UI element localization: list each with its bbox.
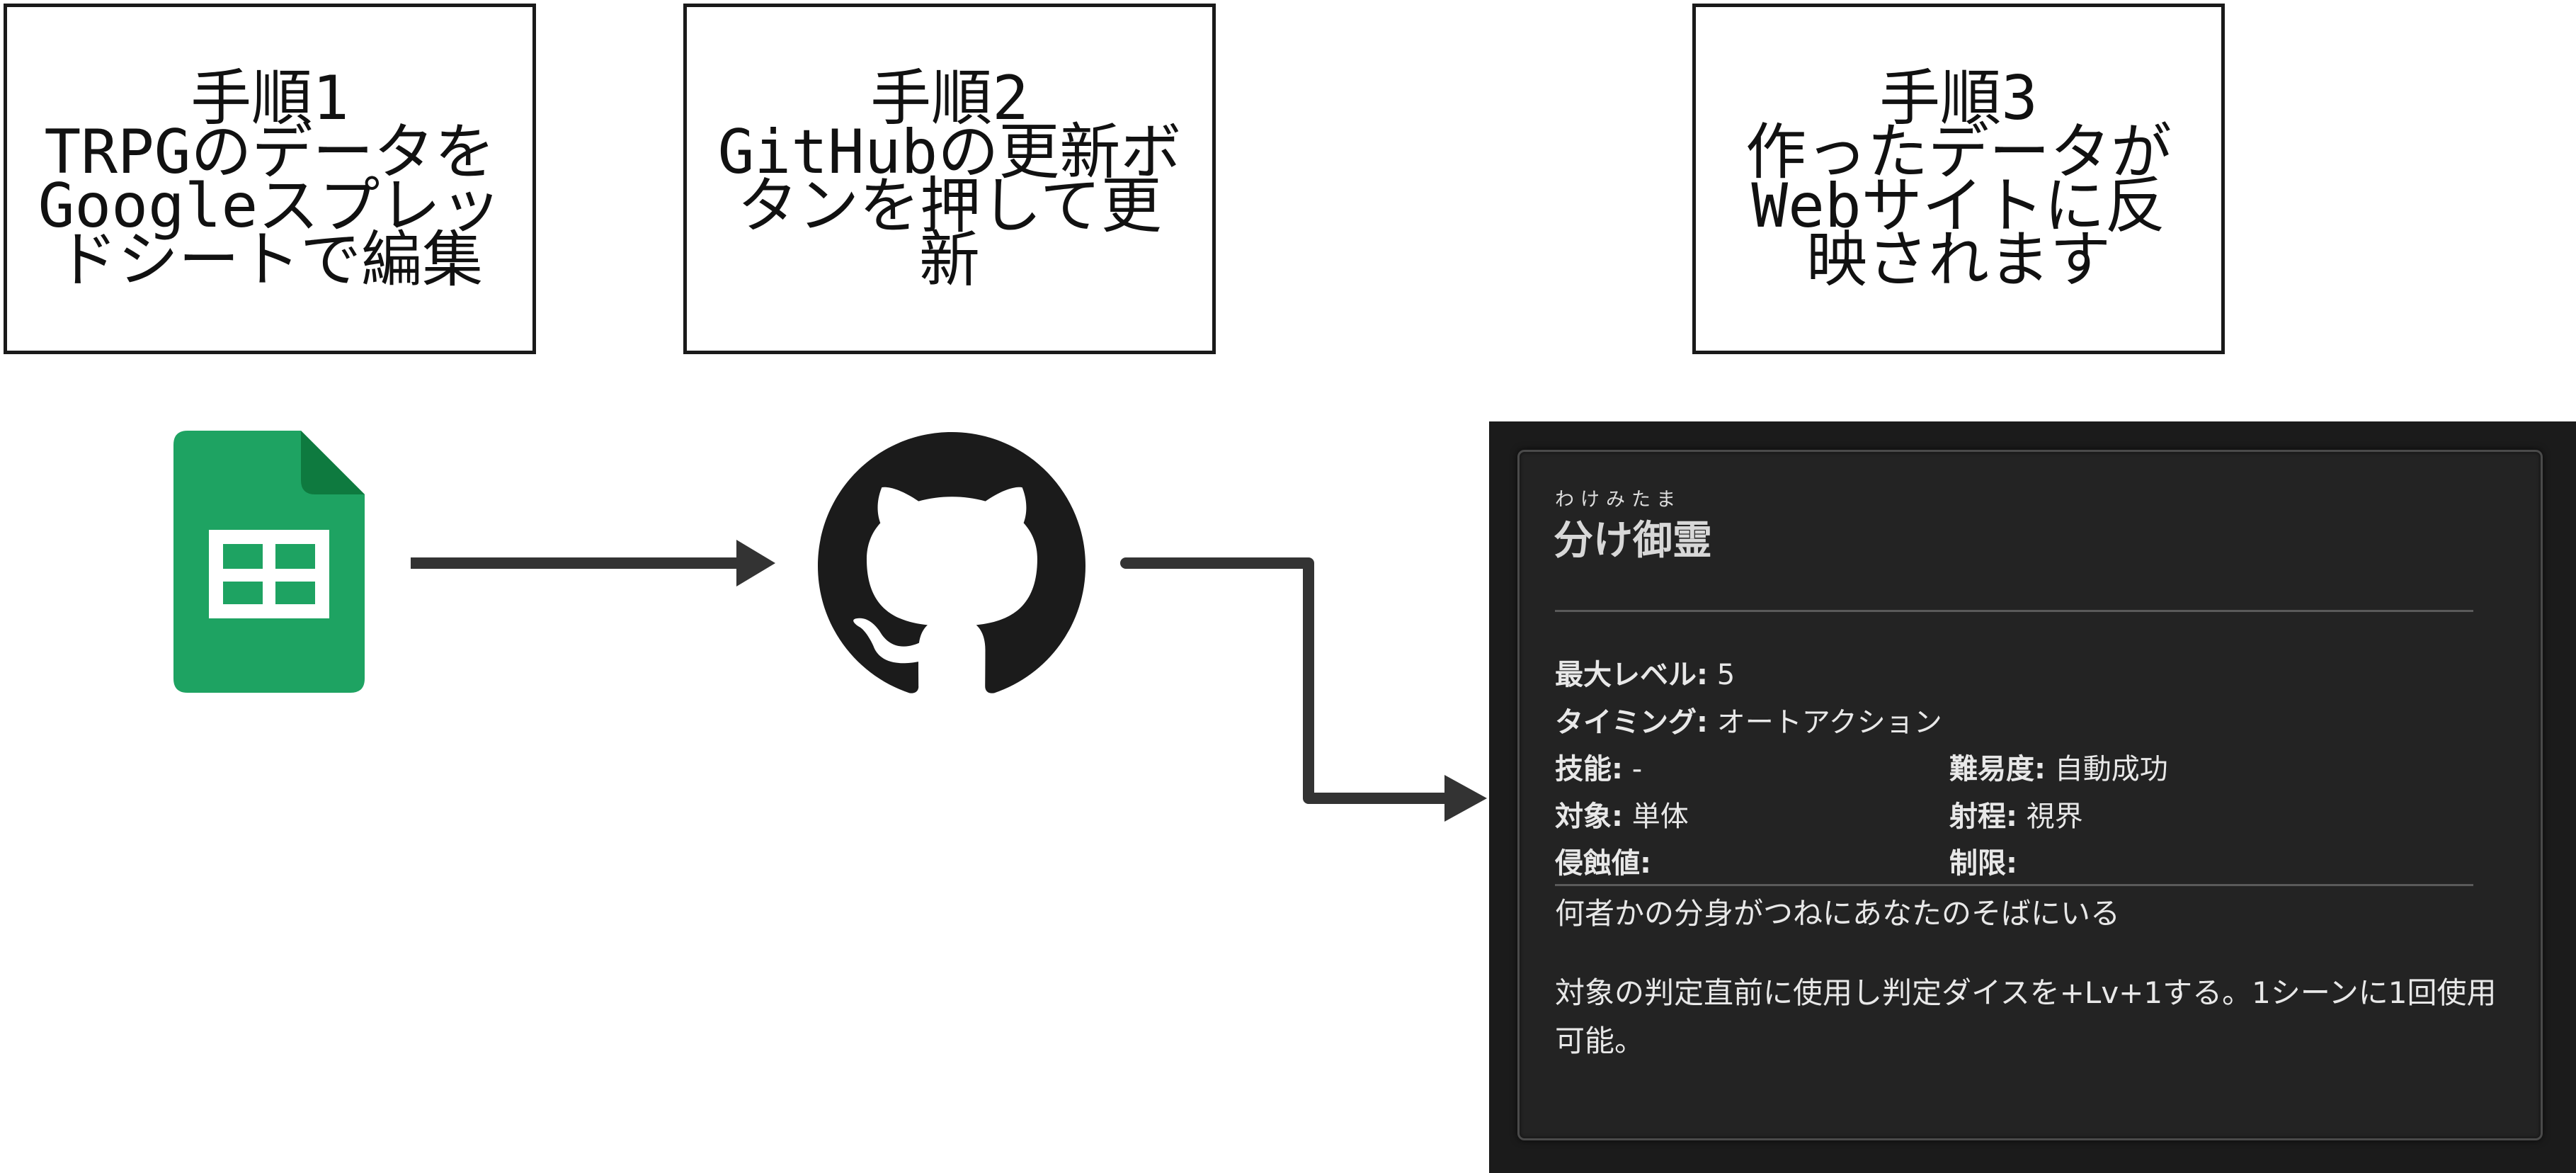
step-1-line-1: 手順1 [190, 62, 349, 134]
arrow-1-head [736, 540, 775, 586]
step-3-line-4: 映されます [1806, 224, 2111, 295]
card-title: 分け御霊 [1554, 518, 1712, 564]
erosion-row: 侵蝕値: [1555, 840, 1651, 881]
step-2-line-3: タンを押して更 [737, 170, 1162, 242]
timing-row: タイミング: オートアクション [1555, 699, 1942, 740]
card-divider-bottom [1555, 884, 2473, 886]
skill-label: 技能: [1555, 753, 1623, 786]
max-level-label: 最大レベル: [1555, 659, 1708, 691]
step-2-line-4: 新 [919, 224, 980, 295]
step-2-box: 手順2 GitHubの更新ボ タンを押して更 新 [683, 4, 1216, 354]
card-flavor: 何者かの分身がつねにあなたのそばにいる [1555, 896, 2121, 931]
step-3-box: 手順3 作ったデータが Webサイトに反 映されます [1692, 4, 2225, 354]
difficulty-value: 自動成功 [2054, 753, 2168, 786]
skill-value: - [1631, 753, 1643, 786]
arrow-2-head [1444, 775, 1487, 822]
step-3-line-3: Webサイトに反 [1751, 170, 2166, 242]
erosion-label: 侵蝕値: [1555, 847, 1651, 880]
difficulty-label: 難易度: [1949, 753, 2046, 786]
skill-row: 技能: - [1555, 746, 1642, 787]
sheets-fold [301, 431, 365, 494]
step-2-line-2: GitHubの更新ボ [717, 116, 1182, 188]
step-3-line-2: 作ったデータが [1745, 116, 2172, 188]
limit-row: 制限: [1949, 840, 2017, 881]
step-3-line-1: 手順3 [1879, 62, 2038, 134]
range-label: 射程: [1949, 800, 2017, 833]
step-1-line-3: Googleスプレッ [38, 170, 502, 242]
target-label: 対象: [1555, 800, 1623, 833]
github-icon [818, 432, 1085, 693]
card-divider-top [1555, 610, 2473, 612]
google-sheets-icon [173, 431, 365, 693]
timing-label: タイミング: [1555, 706, 1708, 739]
range-row: 射程: 視界 [1949, 793, 2083, 834]
step-1-box: 手順1 TRPGのデータを Googleスプレッ ドシートで編集 [4, 4, 536, 354]
difficulty-row: 難易度: 自動成功 [1949, 746, 2168, 787]
step-1-line-2: TRPGのデータを [44, 116, 496, 188]
step-2-line-1: 手順2 [870, 62, 1029, 134]
max-level-value: 5 [1716, 659, 1736, 691]
range-value: 視界 [2026, 800, 2083, 833]
effect-card: わけみたま 分け御霊 最大レベル: 5 タイミング: オートアクション 技能: … [1517, 450, 2543, 1140]
card-ruby: わけみたま [1555, 489, 1682, 511]
timing-value: オートアクション [1716, 706, 1942, 739]
target-row: 対象: 単体 [1555, 793, 1689, 834]
sheets-grid-vline [263, 537, 275, 611]
max-level-row: 最大レベル: 5 [1555, 652, 1735, 693]
arrow-2-line [1120, 557, 1461, 804]
step-1-line-4: ドシートで編集 [57, 224, 483, 295]
target-value: 単体 [1631, 800, 1689, 833]
card-effect: 対象の判定直前に使用し判定ダイスを+Lv+1する。1シーンに1回使用可能。 [1555, 975, 2497, 1058]
limit-label: 制限: [1949, 847, 2017, 880]
